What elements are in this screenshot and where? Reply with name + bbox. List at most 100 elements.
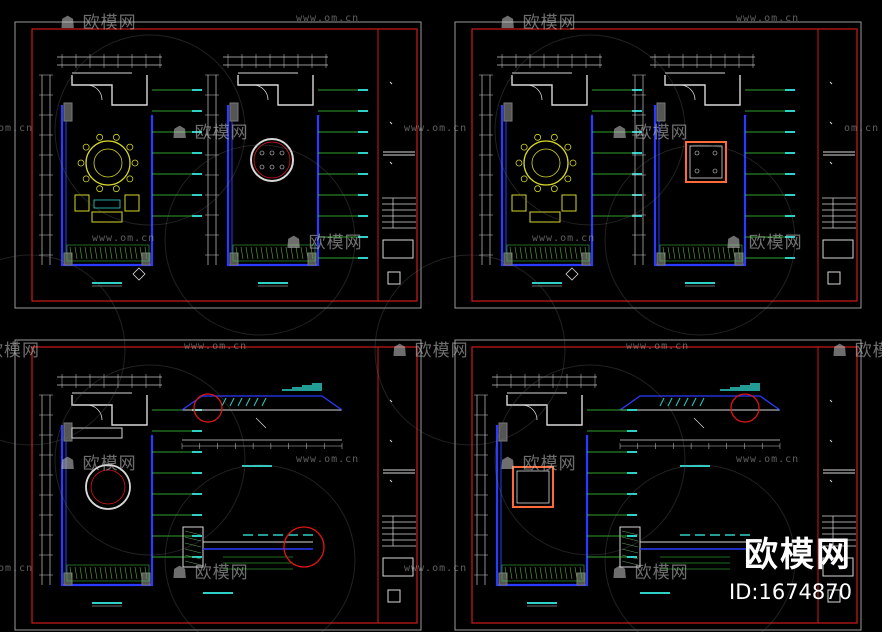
north-arrow-icon	[565, 267, 579, 281]
floor-hatch-line	[569, 566, 573, 580]
column-block	[498, 422, 508, 442]
floor-hatch-line	[509, 246, 513, 260]
floor-hatch-line	[682, 246, 686, 260]
floor-hatch	[232, 244, 316, 262]
armchair	[124, 194, 140, 212]
floor-hatch-line	[84, 566, 88, 580]
floor-hatch-line	[119, 246, 123, 260]
floor-hatch-line	[240, 246, 244, 260]
floor-hatch	[506, 244, 590, 262]
ceiling-downlight	[694, 150, 700, 156]
detail-callout-circle	[283, 526, 325, 568]
round-ceiling-ring	[250, 138, 294, 182]
square-ceiling-inner	[689, 145, 723, 179]
detail-hatch	[621, 536, 639, 542]
column-block	[656, 252, 666, 266]
detail-hatch	[184, 548, 202, 554]
floor-hatch-line	[114, 566, 118, 580]
column-block	[503, 102, 513, 122]
floor-hatch	[66, 244, 150, 262]
floor-hatch-line	[514, 246, 518, 260]
wall-outline	[226, 105, 320, 267]
floor-hatch-line	[549, 566, 553, 580]
detail-hatch	[184, 530, 202, 536]
floor-hatch-line	[74, 566, 78, 580]
floor-hatch-line	[109, 246, 113, 260]
wall-outline	[60, 105, 154, 267]
round-ceiling-inner	[253, 141, 291, 179]
ceiling-downlight	[259, 164, 265, 170]
floor-hatch-line	[574, 246, 578, 260]
floor-hatch-line	[529, 566, 533, 580]
floor-hatch-line	[559, 566, 563, 580]
floor-hatch-line	[265, 246, 269, 260]
floor-hatch-line	[727, 246, 731, 260]
floor-hatch	[501, 564, 585, 582]
dining-chair	[569, 159, 577, 167]
square-ceiling-frame	[685, 141, 727, 183]
watermark-url: www.om.cn	[296, 13, 360, 24]
floor-hatch-line	[707, 246, 711, 260]
door-swing-arc	[252, 84, 269, 101]
title-block-tick	[829, 399, 833, 403]
floor-hatch-line	[89, 566, 93, 580]
floor-hatch-line	[280, 246, 284, 260]
dining-chair	[96, 133, 104, 141]
section-hatch	[699, 397, 705, 407]
door-swing-arc	[526, 84, 543, 101]
watermark-brand-text: 欧模网	[194, 123, 249, 143]
plan-ceiling-square	[632, 54, 795, 287]
title-block-tick	[829, 439, 833, 443]
plan-ceiling-square-lower	[474, 374, 637, 607]
floor-hatch-line	[692, 246, 696, 260]
floor-hatch-line	[270, 246, 274, 260]
square-ceiling-frame	[512, 466, 554, 508]
title-block-box	[827, 271, 841, 285]
section-hatch	[667, 397, 673, 407]
watermark-brand-text: 欧模网	[634, 563, 689, 583]
title-block-stamp	[382, 239, 414, 259]
title-block-box	[387, 271, 401, 285]
floor-hatch-line	[732, 246, 736, 260]
floor-hatch-line	[534, 246, 538, 260]
detail-wall	[182, 526, 204, 568]
watermark-url: www.om.cn	[296, 454, 360, 465]
floor-hatch-line	[139, 246, 143, 260]
ceiling-downlight	[712, 168, 718, 174]
watermark-brand: ☗ 欧模网	[172, 563, 249, 583]
column-block	[63, 572, 73, 586]
floor-hatch-line	[544, 566, 548, 580]
watermark-url: om.cn	[0, 563, 34, 574]
title-block-tick	[389, 399, 393, 403]
dining-chair	[126, 175, 134, 183]
sheet-outer-border	[14, 21, 422, 309]
sheet-2	[454, 21, 862, 309]
floor-hatch-line	[514, 566, 518, 580]
title-block-box	[387, 589, 401, 603]
title-block-box	[827, 589, 841, 603]
title-block-tick	[389, 479, 393, 483]
floor-hatch-line	[290, 246, 294, 260]
dining-chair	[112, 133, 120, 141]
floor-hatch-line	[544, 246, 548, 260]
floor-hatch-line	[702, 246, 706, 260]
floor-hatch-line	[509, 566, 513, 580]
wall-top	[664, 75, 741, 106]
dining-chair	[564, 143, 572, 151]
ceiling-panel	[71, 427, 123, 439]
sheet-outer-border	[454, 21, 862, 309]
title-block-tick	[829, 121, 833, 125]
watermark-circles	[0, 34, 796, 632]
title-block	[822, 81, 856, 285]
watermark-ring	[494, 34, 686, 226]
floor-hatch-line	[672, 246, 676, 260]
plan-dining-layout	[39, 54, 202, 287]
title-block-tick	[829, 479, 833, 483]
round-ceiling-ring	[85, 464, 131, 510]
watermark-brand: ☗ 欧模网	[500, 454, 577, 474]
floor-hatch-line	[129, 566, 133, 580]
wall-top	[71, 75, 148, 106]
detail-hatch	[621, 530, 639, 536]
floor-hatch-line	[235, 246, 239, 260]
